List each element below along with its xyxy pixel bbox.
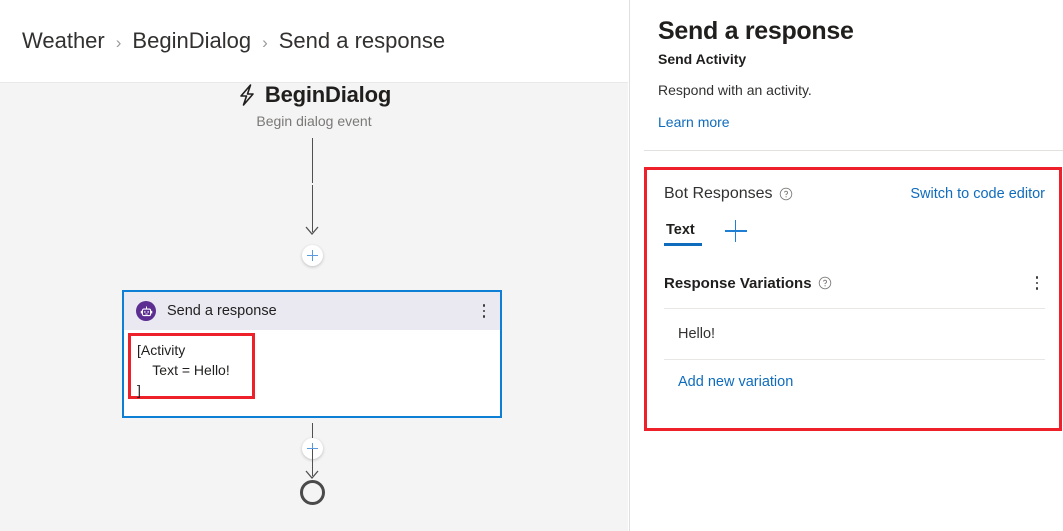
breadcrumb: Weather › BeginDialog › Send a response — [0, 0, 628, 82]
switch-to-code-editor-link[interactable]: Switch to code editor — [910, 186, 1045, 202]
lightning-bolt-icon — [237, 83, 257, 107]
bot-responses-section: Bot Responses Switch to code editor Text — [644, 167, 1062, 431]
bot-responses-label: Bot Responses — [664, 185, 773, 202]
add-new-variation-link[interactable]: Add new variation — [678, 374, 794, 390]
breadcrumb-separator-icon: › — [115, 32, 122, 52]
activity-code-highlight: [Activity Text = Hello! ] — [128, 333, 255, 399]
response-variations-header: Response Variations — [664, 271, 1045, 295]
page-title: Send a response — [658, 17, 854, 45]
breadcrumb-item-send-a-response[interactable]: Send a response — [278, 28, 446, 53]
panel-description: Respond with an activity. — [658, 82, 812, 98]
help-circle-icon[interactable] — [779, 187, 793, 201]
more-vertical-icon[interactable] — [476, 302, 492, 320]
tab-text[interactable]: Text — [664, 222, 702, 246]
activity-code-line: ] — [137, 382, 141, 398]
bot-responses-header: Bot Responses Switch to code editor — [664, 170, 1045, 203]
panel-divider — [644, 150, 1063, 151]
add-node-button-bottom[interactable] — [302, 438, 323, 459]
add-response-type-plus-icon[interactable] — [724, 220, 747, 242]
help-circle-icon[interactable] — [818, 276, 832, 290]
properties-panel-header: Send a response Send Activity Respond wi… — [630, 0, 1063, 132]
action-node-body: [Activity Text = Hello! ] — [124, 330, 500, 416]
bot-icon — [136, 301, 156, 321]
action-node-title: Send a response — [167, 303, 277, 319]
trigger-node-name: BeginDialog — [264, 82, 392, 107]
add-node-button-top[interactable] — [302, 245, 323, 266]
trigger-node-subtitle: Begin dialog event — [256, 113, 372, 129]
response-variation-item[interactable]: Hello! — [678, 326, 716, 342]
response-type-tabs: Text — [664, 219, 1045, 249]
response-variations-label: Response Variations — [664, 274, 812, 292]
breadcrumb-separator-icon: › — [262, 32, 268, 52]
connector-line — [312, 449, 313, 476]
breadcrumb-item-begindialog[interactable]: BeginDialog — [132, 28, 252, 53]
tab-selected-indicator — [664, 243, 702, 246]
more-vertical-icon[interactable] — [1029, 274, 1045, 292]
end-of-dialog-node — [300, 480, 325, 505]
properties-panel: Send a response Send Activity Respond wi… — [629, 0, 1063, 531]
learn-more-link[interactable]: Learn more — [658, 114, 730, 130]
tab-text-label: Text — [666, 222, 695, 238]
arrow-down-icon — [305, 470, 319, 479]
action-node-send-a-response[interactable]: Send a response [Activity Text = Hello! … — [122, 290, 502, 418]
divider — [664, 308, 1045, 309]
connector-line — [312, 423, 313, 447]
arrow-down-icon — [305, 226, 319, 235]
activity-code-line: Text = Hello! — [137, 362, 230, 378]
action-node-header: Send a response — [124, 292, 500, 330]
trigger-node-title[interactable]: BeginDialog — [0, 82, 628, 108]
dialog-canvas-pane: Weather › BeginDialog › Send a response … — [0, 0, 628, 531]
connector-line — [312, 138, 313, 183]
activity-code-line: [Activity — [137, 342, 186, 358]
breadcrumb-item-weather[interactable]: Weather — [22, 28, 105, 53]
panel-subtitle: Send Activity — [658, 51, 747, 67]
connector-line — [312, 185, 313, 232]
